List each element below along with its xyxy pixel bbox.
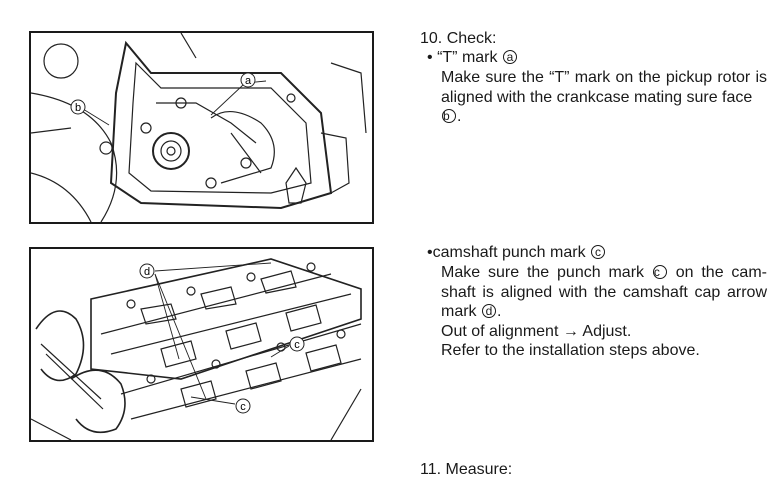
camshaft-label: camshaft punch mark <box>432 244 586 261</box>
camshaft-line-1: Make sure the punch mark c on the cam- <box>441 263 767 283</box>
ref-c-marker: c <box>591 245 606 259</box>
ref-d-inline: d <box>482 304 497 318</box>
refer-line: Refer to the installation steps above. <box>441 342 700 359</box>
camshaft-line-1-b: on the cam- <box>675 264 767 281</box>
callout-c-lower: c <box>240 401 246 413</box>
ref-b-marker: b <box>442 109 456 123</box>
camshaft-line-1-a: Make sure the punch mark <box>441 264 645 281</box>
callout-d: d <box>144 266 150 278</box>
camshaft-line-3-a: mark <box>441 303 477 320</box>
t-mark-period: . <box>457 108 462 125</box>
camshaft-drawing: d c c <box>31 258 362 440</box>
out-of-alignment-line: Out of alignment → Adjust. <box>441 322 632 340</box>
step-10-heading: 10. Check: <box>420 30 497 47</box>
pickup-rotor-drawing: a b <box>31 33 367 222</box>
camshaft-item: •camshaft punch mark c <box>427 243 606 263</box>
t-mark-label: “T” mark <box>437 49 498 66</box>
ref-a-marker: a <box>502 50 517 64</box>
callout-b: b <box>75 102 81 114</box>
ref-c-inline: c <box>652 265 667 279</box>
callout-a: a <box>245 75 252 87</box>
camshaft-instruction: Make sure the punch mark c on the cam- s… <box>441 263 767 361</box>
step-11-heading: 11. Measure: <box>420 461 513 478</box>
camshaft-line-2: shaft is aligned with the camshaft cap a… <box>441 283 767 301</box>
pickup-rotor-illustration: a b <box>29 31 374 224</box>
callout-c-upper: c <box>294 339 300 351</box>
t-mark-text: Make sure the “T” mark on the pickup rot… <box>441 69 767 106</box>
camshaft-line-3-b: . <box>497 303 502 320</box>
bullet: • <box>427 49 433 66</box>
camshaft-line-3: mark d. <box>441 302 767 322</box>
t-mark-item: • “T” mark a <box>427 48 518 68</box>
bullet: • <box>427 244 433 261</box>
camshaft-illustration: d c c <box>29 247 374 442</box>
t-mark-instruction: Make sure the “T” mark on the pickup rot… <box>441 68 767 127</box>
